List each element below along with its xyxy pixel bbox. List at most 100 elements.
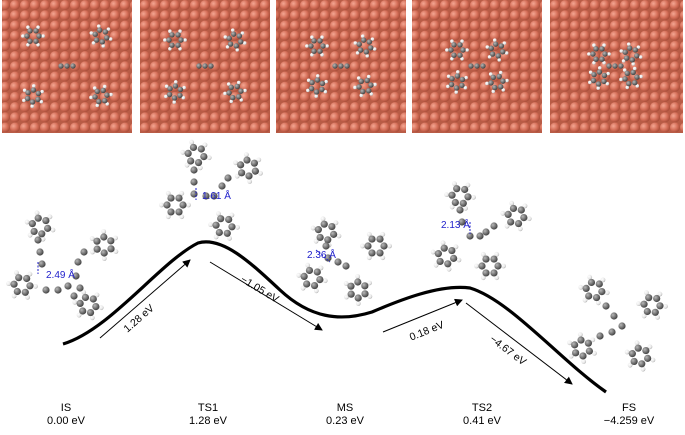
carbon-atom: [36, 248, 44, 256]
carbon-atom: [459, 82, 465, 89]
carbon-atom: [245, 172, 253, 180]
hydrogen-atom: [47, 214, 53, 220]
arrow-is-ts1: [99, 259, 191, 339]
hydrogen-atom: [577, 332, 583, 338]
hydrogen-atom: [39, 99, 44, 104]
hydrogen-atom: [657, 291, 663, 297]
carbon-atom: [596, 332, 604, 340]
carbon-atom: [461, 185, 469, 194]
carbon-atom: [74, 258, 82, 266]
carbon-atom: [634, 74, 640, 80]
carbon-atom: [324, 254, 332, 262]
hydrogen-atom: [90, 249, 95, 255]
carbon-atom: [634, 53, 640, 59]
hydrogen-atom: [36, 25, 40, 30]
carbon-atom: [628, 350, 636, 358]
hydrogen-atom: [22, 88, 27, 93]
carbon-atom: [449, 75, 455, 82]
carbon-atom: [177, 92, 183, 99]
carbon-atom: [587, 278, 596, 287]
carbon-atom: [172, 83, 179, 89]
hydrogen-atom: [602, 43, 606, 48]
hydrogen-atom: [24, 219, 30, 225]
carbon-atom: [368, 249, 376, 257]
carbon-atom: [599, 46, 605, 52]
carbon-atom: [35, 96, 41, 103]
hydrogen-atom: [446, 74, 451, 79]
molecule-ms: [296, 216, 392, 306]
hydrogen-atom: [27, 271, 33, 277]
carbon-atom: [347, 290, 355, 298]
carbon-atom: [448, 47, 454, 53]
molecule-ts2: [430, 181, 532, 281]
hydrogen-atom: [89, 236, 95, 241]
hydrogen-atom: [50, 227, 56, 233]
hydrogen-atom: [663, 303, 668, 309]
carbon-atom: [585, 347, 593, 355]
hydrogen-atom: [449, 204, 455, 210]
carbon-atom: [610, 312, 618, 320]
hydrogen-atom: [72, 299, 78, 305]
carbon-atom: [24, 33, 30, 39]
hydrogen-atom: [89, 95, 93, 100]
hydrogen-atom: [30, 104, 35, 108]
carbon-atom: [316, 275, 324, 284]
carbon-atom: [94, 88, 100, 95]
carbon-atom: [363, 49, 370, 55]
carbon-atom: [305, 266, 314, 275]
hydrogen-atom: [360, 243, 365, 249]
carbon-atom: [453, 185, 461, 193]
hydrogen-atom: [387, 243, 392, 249]
hydrogen-atom: [353, 41, 358, 45]
carbon-atom: [457, 42, 463, 48]
hydrogen-atom: [607, 52, 611, 56]
carbon-atom: [622, 49, 628, 55]
barrier-label: −1.05 eV: [238, 273, 280, 305]
carbon-atom: [478, 262, 486, 270]
hydrogen-atom: [644, 290, 649, 296]
carbon-atom: [356, 41, 362, 47]
hydrogen-atom: [471, 194, 476, 200]
hydrogen-atom: [622, 68, 627, 72]
hydrogen-atom: [324, 79, 328, 84]
carbon-atom: [311, 48, 317, 54]
carbon-atom: [602, 302, 610, 310]
hydrogen-atom: [31, 84, 36, 88]
hydrogen-atom: [372, 47, 377, 51]
carbon-atom: [612, 63, 618, 69]
carbon-atom: [102, 97, 108, 104]
carbon-atom: [317, 48, 323, 54]
hydrogen-atom: [522, 203, 528, 209]
carbon-atom: [238, 169, 246, 177]
carbon-atom: [33, 38, 39, 44]
carbon-atom: [599, 56, 605, 62]
hydrogen-atom: [113, 249, 119, 254]
step-arrows: [99, 259, 573, 385]
hydrogen-atom: [36, 42, 40, 47]
hydrogen-atom: [592, 60, 596, 65]
carbon-atom: [498, 83, 504, 90]
carbon-atom: [38, 260, 46, 268]
hydrogen-atom: [588, 80, 592, 85]
carbon-atom: [640, 300, 648, 308]
hydrogen-atom: [498, 70, 503, 75]
hydrogen-atom: [320, 216, 326, 222]
carbon-atom: [175, 208, 183, 216]
carbon-atom: [314, 226, 322, 234]
carbon-atom: [27, 28, 33, 34]
carbon-atom: [494, 262, 502, 270]
carbon-atom: [451, 42, 457, 48]
carbon-atom: [79, 307, 87, 315]
carbon-atom: [104, 35, 110, 41]
hydrogen-atom: [239, 98, 244, 102]
carbon-atom: [163, 201, 171, 209]
carbon-atom: [70, 292, 78, 300]
carbon-atom: [459, 199, 467, 207]
carbon-atom: [104, 92, 110, 98]
carbon-atom: [360, 88, 366, 95]
hydrogen-atom: [578, 284, 584, 290]
hydrogen-atom: [314, 94, 319, 98]
carbon-atom: [629, 57, 636, 63]
hydrogen-atom: [164, 84, 169, 89]
